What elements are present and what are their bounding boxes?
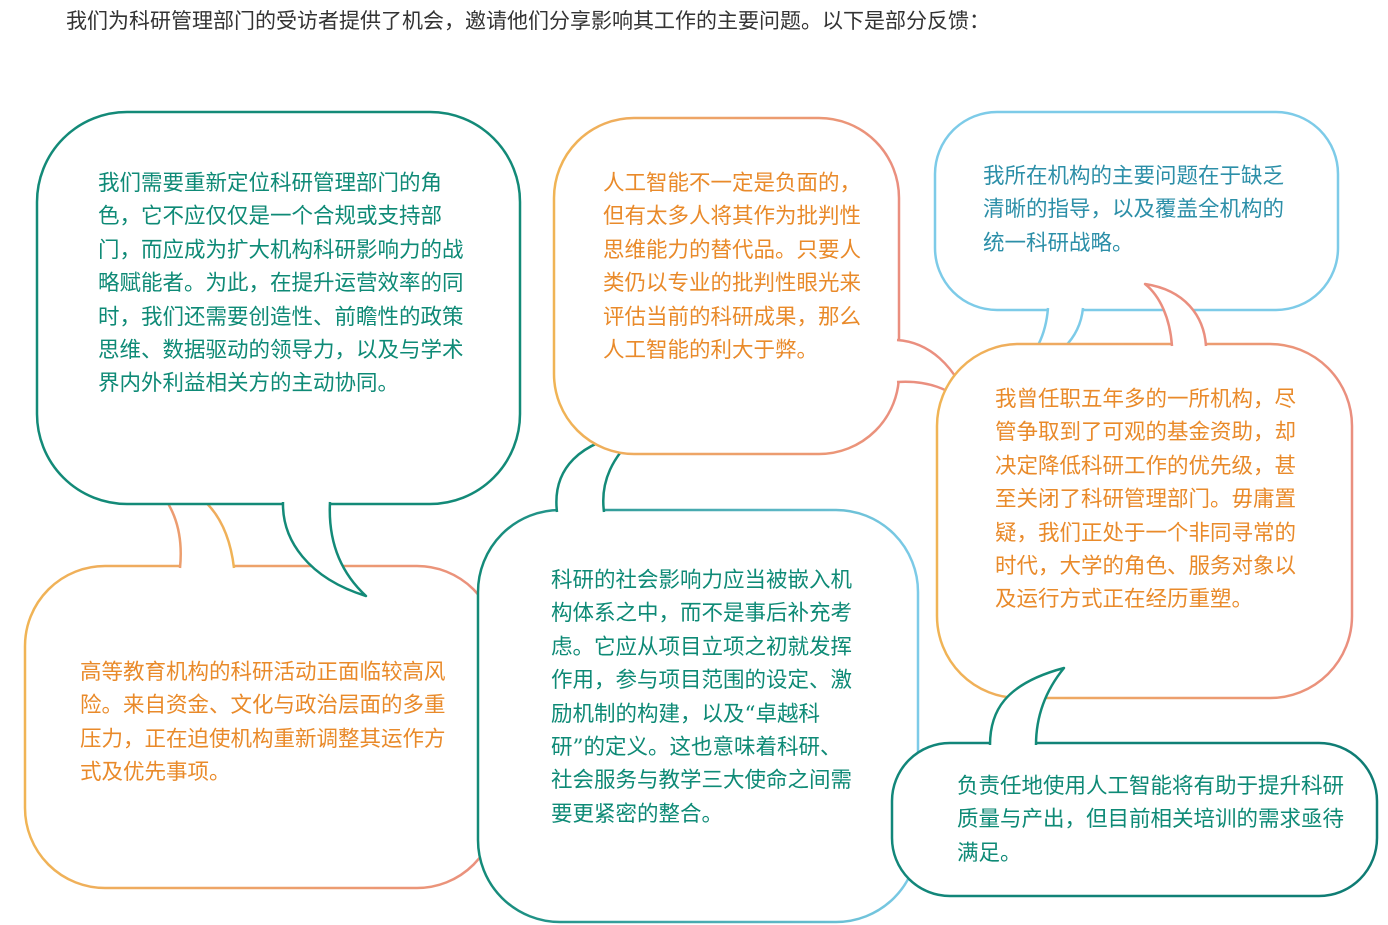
quote-lack-guidance: 我所在机构的主要问题在于缺乏清晰的指导，以及覆盖全机构的统一科研战略。 (983, 164, 1285, 256)
quote-former-institution: 我曾任职五年多的一所机构，尽管争取到了可观的基金资助，却决定降低科研工作的优先级… (995, 387, 1297, 613)
bubble-responsible-ai (890, 666, 1379, 898)
quote-reposition: 我们需要重新定位科研管理部门的角色，它不应仅仅是一个合规或支持部门，而应成为扩大… (98, 171, 464, 397)
intro-text: 我们为科研管理部门的受访者提供了机会，邀请他们分享影响其工作的主要问题。以下是部… (66, 9, 990, 33)
bubble-former-institution (935, 282, 1354, 700)
bubble-reposition (35, 110, 522, 598)
quote-social-impact: 科研的社会影响力应当被嵌入机构体系之中，而不是事后补充考虑。它应从项目立项之初就… (551, 568, 853, 827)
quote-high-risk: 高等教育机构的科研活动正面临较高风险。来自资金、文化与政治层面的多重压力，正在迫… (80, 660, 446, 786)
quote-responsible-ai: 负责任地使用人工智能将有助于提升科研质量与产出，但目前相关培训的需求亟待满足。 (957, 774, 1345, 866)
quote-ai-not-negative: 人工智能不一定是负面的，但有太多人将其作为批判性思维能力的替代品。只要人类仍以专… (603, 171, 862, 364)
